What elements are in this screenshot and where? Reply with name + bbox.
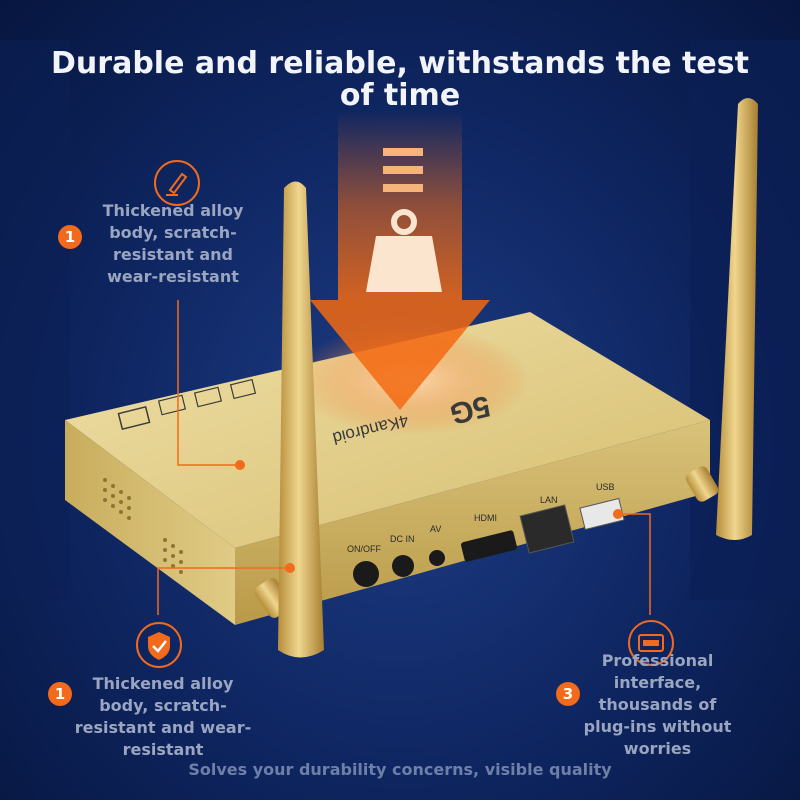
side-vents [103, 478, 183, 574]
box-left-side [65, 420, 235, 625]
headline: Durable and reliable, withstands the tes… [51, 46, 749, 113]
top-feature-icons [117, 378, 257, 431]
arrow-bar [383, 184, 423, 192]
feature-description: Thickened alloy body, scratch-resistant … [102, 201, 244, 286]
down-arrow-icon [310, 300, 490, 410]
callout-dot [235, 460, 245, 470]
callout-dot [613, 509, 623, 519]
pencil-scratch-icon [154, 160, 200, 206]
background-pillar [0, 40, 70, 600]
feature-number-badge: 1 [58, 225, 82, 249]
android-tv-box: 5G 4Kandroid ON/OFF D [65, 312, 710, 625]
callout-dot [285, 563, 295, 573]
shield-check-icon [136, 622, 182, 668]
port-panel [353, 497, 625, 587]
port-label-av: AV [430, 524, 441, 534]
port-label-dcin: DC IN [390, 534, 415, 544]
port-label-usb: USB [596, 482, 615, 492]
feature-number-badge: 3 [556, 682, 580, 706]
wifi-label-icon [193, 386, 223, 408]
tv-label-icon [117, 405, 151, 431]
left-antenna [254, 181, 324, 658]
lan-port [519, 504, 575, 554]
feature-number-badge: 1 [48, 682, 72, 706]
power-button [353, 561, 379, 587]
arrow-bar [383, 166, 423, 174]
feature-label-icon [157, 394, 187, 416]
callout-lines [157, 300, 651, 615]
weight-icon [366, 209, 442, 292]
dc-in-port [392, 555, 414, 577]
port-label-hdmi: HDMI [474, 513, 497, 523]
port-label-lan: LAN [540, 495, 558, 505]
footer-tagline: Solves your durability concerns, visible… [188, 760, 612, 779]
av-port [429, 550, 445, 566]
right-antenna [685, 98, 758, 540]
arrow-bar [383, 148, 423, 156]
feature-description: Thickened alloy body, scratch-resistant … [74, 674, 252, 759]
hdmi-port [461, 530, 517, 562]
pressure-graphic [310, 110, 490, 410]
port-label-onoff: ON/OFF [347, 544, 381, 554]
interface-port-icon [628, 620, 674, 666]
power-label-icon [229, 378, 257, 400]
feature-description: Professional interface, thousands of plu… [583, 651, 732, 758]
usb-port [579, 497, 625, 531]
